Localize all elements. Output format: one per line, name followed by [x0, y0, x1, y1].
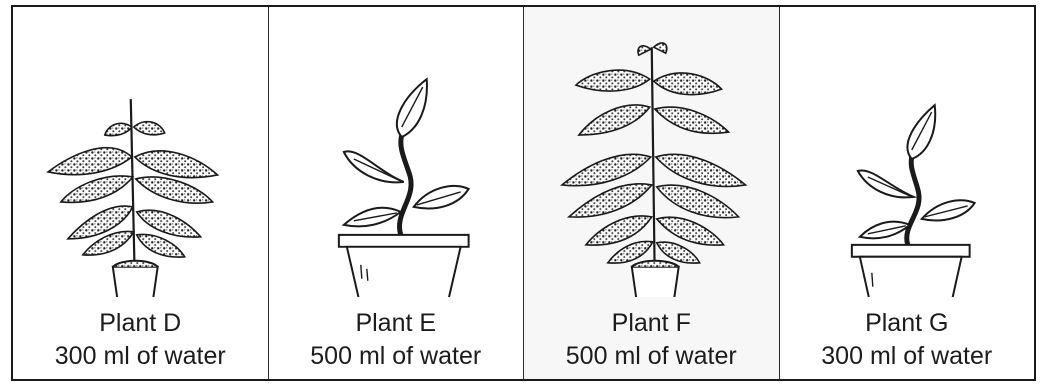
water-amount: 300 ml of water [780, 340, 1035, 373]
panel-plant-f: Plant F 500 ml of water [524, 7, 780, 379]
caption-plant-g: Plant G 300 ml of water [780, 307, 1035, 373]
water-amount: 500 ml of water [269, 340, 524, 373]
plant-comparison-diagram: Plant D 300 ml of water Pla [11, 5, 1036, 381]
plant-name: Plant F [524, 307, 779, 340]
water-amount: 300 ml of water [13, 340, 268, 373]
caption-plant-e: Plant E 500 ml of water [269, 307, 524, 373]
bushy-plant-small-pot-icon [13, 7, 268, 297]
panel-plant-g: Plant G 300 ml of water [780, 7, 1035, 379]
seedling-large-pot-icon [780, 7, 1035, 297]
caption-plant-d: Plant D 300 ml of water [13, 307, 268, 373]
tall-bushy-plant-small-pot-icon [524, 7, 779, 297]
plant-name: Plant E [269, 307, 524, 340]
caption-plant-f: Plant F 500 ml of water [524, 307, 779, 373]
panel-plant-d: Plant D 300 ml of water [13, 7, 269, 379]
panel-plant-e: Plant E 500 ml of water [269, 7, 525, 379]
seedling-large-pot-icon [269, 7, 524, 297]
water-amount: 500 ml of water [524, 340, 779, 373]
plant-name: Plant G [780, 307, 1035, 340]
plant-name: Plant D [13, 307, 268, 340]
